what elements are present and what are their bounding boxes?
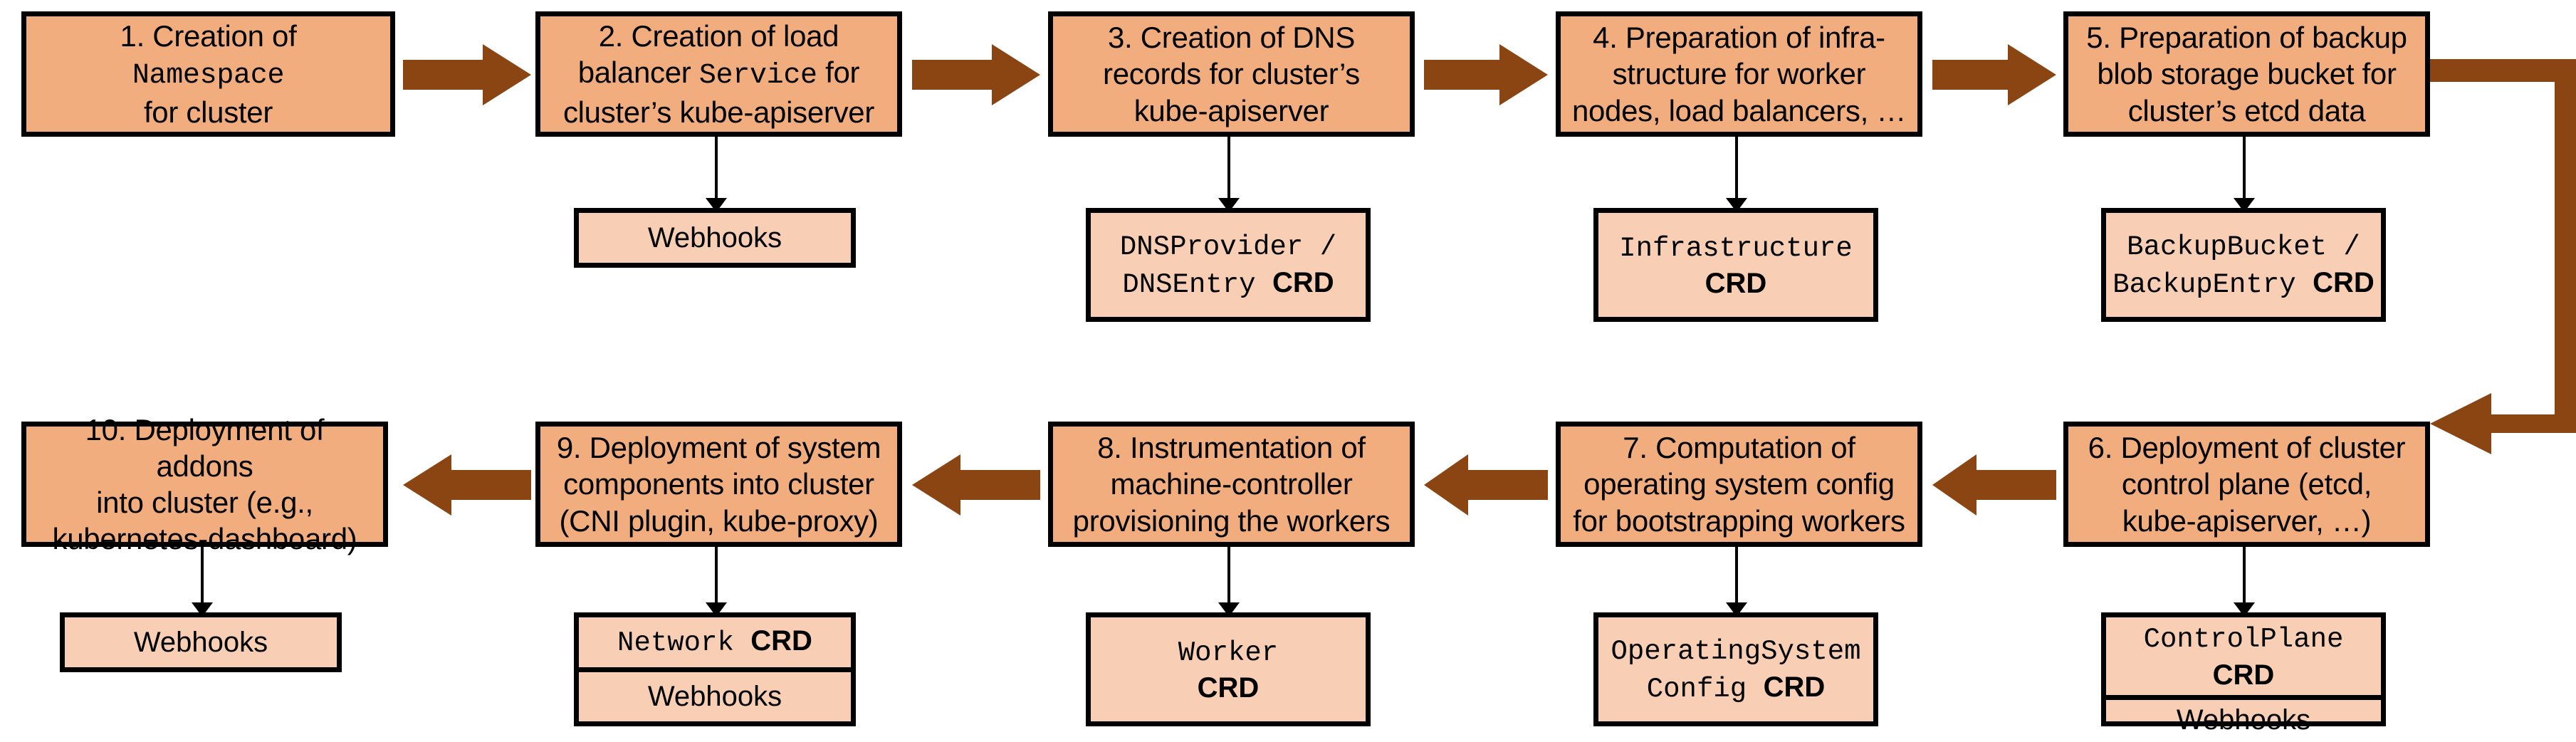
child-cell-controlplane-crd: ControlPlane CRD [2106, 617, 2381, 695]
flow-arrow-7-to-8 [1424, 454, 1548, 516]
flow-arrow-8-to-9 [912, 454, 1040, 516]
child-label: Webhooks [647, 222, 782, 254]
flow-arrow-2-to-3 [912, 44, 1040, 105]
child-label: Network CRD [617, 625, 812, 659]
connector-line-2 [715, 137, 718, 207]
connector-line-3 [1227, 137, 1230, 207]
child-cell: Webhooks [579, 213, 851, 263]
connector-line-5 [2243, 137, 2246, 207]
flow-arrow-1-to-2 [403, 44, 531, 105]
child-label: BackupBucket /BackupEntry CRD [2112, 231, 2375, 301]
child-box-3-dns-crd[interactable]: DNSProvider /DNSEntry CRD [1086, 208, 1371, 322]
child-cell-webhooks: Webhooks [2106, 694, 2381, 740]
child-box-10-webhooks[interactable]: Webhooks [60, 612, 342, 672]
child-label: Webhooks [2176, 704, 2311, 736]
child-cell: BackupBucket /BackupEntry CRD [2106, 213, 2381, 317]
step-box-4[interactable]: 4. Preparation of infra-structure for wo… [1556, 11, 1922, 137]
flow-arrow-9-to-10 [403, 454, 531, 516]
connector-line-8 [1227, 547, 1230, 610]
flow-arrow-3-to-4 [1424, 44, 1548, 105]
child-cell-webhooks: Webhooks [579, 667, 851, 722]
step-label-4: 4. Preparation of infra-structure for wo… [1571, 21, 1907, 127]
child-box-5-backup-crd[interactable]: BackupBucket /BackupEntry CRD [2101, 208, 2386, 322]
child-box-6-controlplane[interactable]: ControlPlane CRD Webhooks [2101, 612, 2386, 736]
connector-line-4 [1735, 137, 1738, 207]
child-label: Webhooks [647, 681, 782, 713]
connector-line-9 [715, 547, 718, 610]
child-label: Webhooks [133, 627, 268, 658]
flow-arrow-4-to-5 [1932, 44, 2056, 105]
child-box-9-network[interactable]: Network CRD Webhooks [574, 612, 856, 726]
flow-arrow-6-to-7 [1932, 454, 2056, 516]
child-cell: DNSProvider /DNSEntry CRD [1091, 213, 1366, 317]
connector-line-10 [201, 547, 204, 610]
flow-arrow-5-to-6-wrap [2430, 59, 2576, 497]
child-label: DNSProvider /DNSEntry CRD [1119, 231, 1337, 301]
connector-line-7 [1735, 547, 1738, 610]
connector-line-6 [2243, 547, 2246, 610]
child-box-2-webhooks[interactable]: Webhooks [574, 208, 856, 268]
child-cell-network-crd: Network CRD [579, 617, 851, 667]
child-cell: Webhooks [65, 617, 337, 667]
child-label: ControlPlane CRD [2143, 624, 2344, 691]
